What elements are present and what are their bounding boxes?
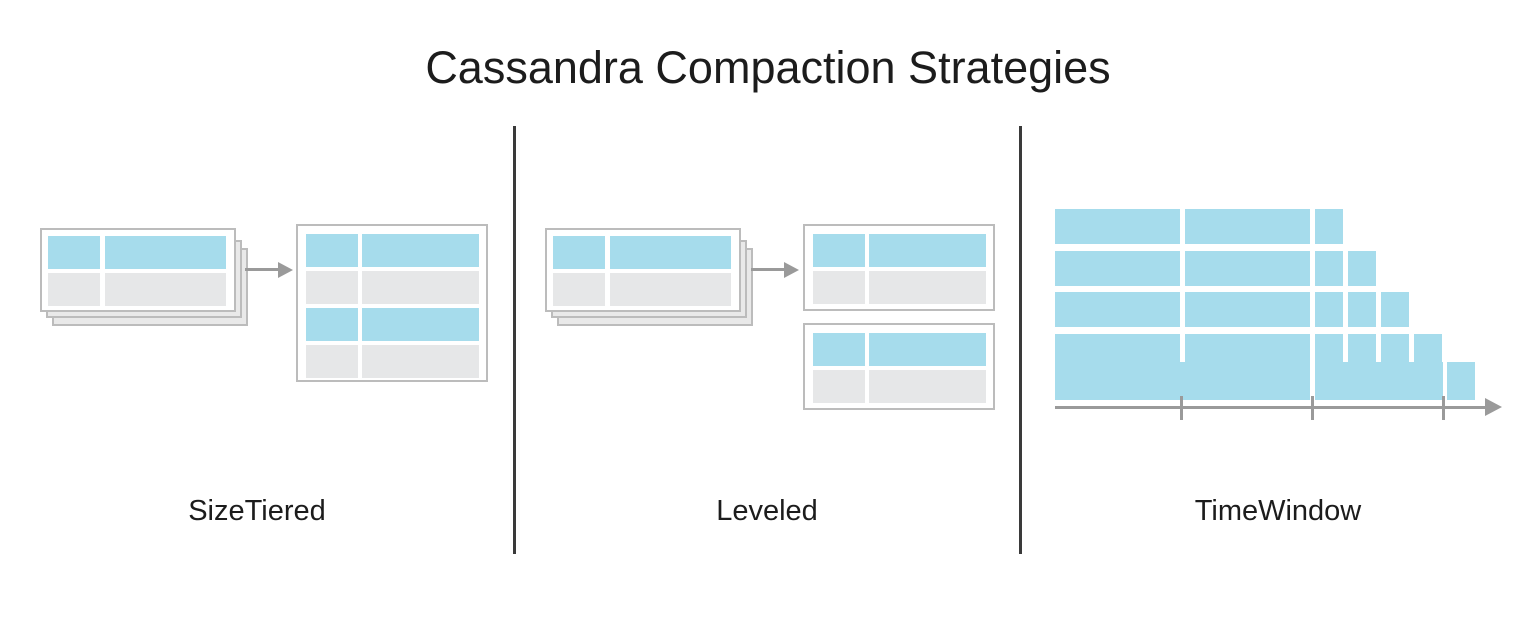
timewindow-axis-tick-1	[1180, 396, 1183, 420]
sstable-cell-grey-right	[362, 345, 479, 378]
sstable-sheet-front	[40, 228, 236, 312]
timewindow-axis-line	[1055, 406, 1485, 409]
sstable-cell-grid	[547, 230, 739, 310]
arrow-shaft	[751, 268, 784, 271]
sstable-cell-blue-left	[553, 236, 605, 269]
timewindow-bucket-r5-s2	[1315, 362, 1443, 400]
sstable-cell-grey-right	[610, 273, 731, 306]
sstable-cell-blue-left	[813, 234, 865, 267]
sstable-cell-grey-left	[813, 370, 865, 403]
sstable-cell-blue-left	[48, 236, 100, 269]
timewindow-axis-arrow-head	[1485, 398, 1502, 416]
sstable-cell-grey-right	[869, 271, 986, 304]
sstable-cell-blue-right	[105, 236, 226, 269]
arrow-head	[784, 262, 799, 278]
sstable-cell-grey-left	[306, 345, 358, 378]
sstable-cell-grid	[42, 230, 234, 310]
sizetiered-compaction-arrow	[245, 262, 293, 278]
timewindow-bucket-r2-s1	[1055, 251, 1180, 286]
timewindow-bucket-r1-s3	[1315, 209, 1343, 244]
sstable-cell-blue-left	[306, 234, 358, 267]
panel-divider-1	[513, 126, 516, 554]
timewindow-bucket-r1-s1	[1055, 209, 1180, 244]
sstable-cell-grey-right	[105, 273, 226, 306]
sstable-cell-grey-left	[306, 271, 358, 304]
sstable-sheet-front	[545, 228, 741, 312]
sstable-cell-blue-right	[869, 234, 986, 267]
timewindow-axis-tick-3	[1442, 396, 1445, 420]
leveled-output-table-1	[803, 224, 995, 311]
panel-label-leveled: Leveled	[716, 495, 818, 527]
leveled-compaction-arrow	[751, 262, 799, 278]
sstable-cell-blue-left	[813, 333, 865, 366]
arrow-shaft	[245, 268, 278, 271]
sstable-cell-blue-left	[306, 308, 358, 341]
sstable-cell-grey-left	[48, 273, 100, 306]
timewindow-bucket-r3-s4	[1348, 292, 1376, 327]
timewindow-bucket-r2-s2	[1185, 251, 1310, 286]
sizetiered-output-table	[296, 224, 488, 382]
page-title: Cassandra Compaction Strategies	[425, 42, 1111, 93]
arrow-head	[278, 262, 293, 278]
sstable-cell-grey-left	[813, 271, 865, 304]
timewindow-bucket-r3-s2	[1185, 292, 1310, 327]
timewindow-bucket-r2-s4	[1348, 251, 1376, 286]
sstable-cell-blue-right	[869, 333, 986, 366]
panel-label-sizetiered: SizeTiered	[188, 495, 326, 527]
timewindow-bucket-r5-s3	[1447, 362, 1475, 400]
sstable-cell-grey-right	[869, 370, 986, 403]
sstable-cell-blue-right	[610, 236, 731, 269]
sstable-cell-grid	[805, 325, 993, 408]
sstable-cell-grid	[298, 226, 486, 380]
panel-label-timewindow: TimeWindow	[1194, 495, 1362, 527]
leveled-output-table-2	[803, 323, 995, 410]
timewindow-bucket-r1-s2	[1185, 209, 1310, 244]
timewindow-bucket-r3-s5	[1381, 292, 1409, 327]
timewindow-axis-tick-2	[1311, 396, 1314, 420]
panel-divider-2	[1019, 126, 1022, 554]
timewindow-bucket-r2-s3	[1315, 251, 1343, 286]
timewindow-bucket-r3-s1	[1055, 292, 1180, 327]
sstable-cell-blue-right	[362, 234, 479, 267]
sstable-cell-grey-left	[553, 273, 605, 306]
sstable-cell-grey-right	[362, 271, 479, 304]
sstable-cell-blue-right	[362, 308, 479, 341]
timewindow-bucket-r3-s3	[1315, 292, 1343, 327]
timewindow-bucket-r5-s1	[1055, 362, 1310, 400]
sstable-cell-grid	[805, 226, 993, 309]
